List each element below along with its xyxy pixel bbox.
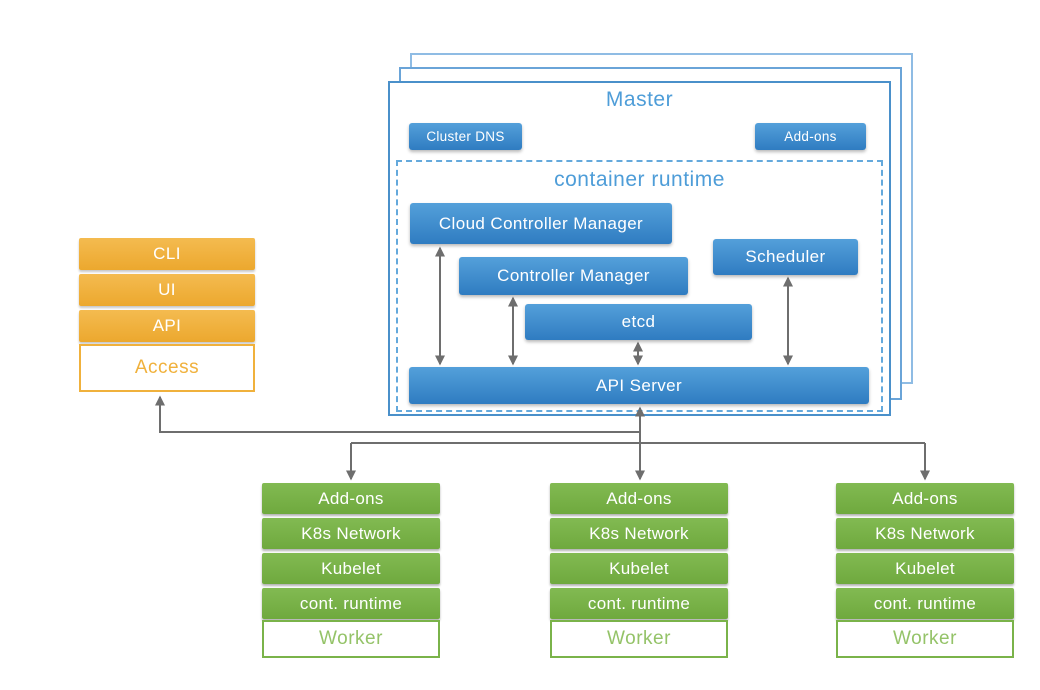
worker-row-kubelet: Kubelet (550, 553, 728, 584)
etcd-box: etcd (525, 304, 752, 340)
api-server-box: API Server (409, 367, 869, 404)
worker-title-box: Worker (836, 620, 1014, 658)
worker-row-cont-runtime: cont. runtime (836, 588, 1014, 619)
worker-row-k8s-network: K8s Network (550, 518, 728, 549)
worker-row-addons: Add-ons (262, 483, 440, 514)
worker-title-box: Worker (262, 620, 440, 658)
master-title: Master (605, 88, 674, 111)
worker-row-kubelet: Kubelet (836, 553, 1014, 584)
cli-box: CLI (79, 238, 255, 270)
worker-node-1: Add-ons K8s Network Kubelet cont. runtim… (262, 483, 440, 658)
cluster-dns-badge: Cluster DNS (409, 123, 522, 150)
controller-manager-box: Controller Manager (459, 257, 688, 295)
access-box: Access (79, 344, 255, 392)
worker-title-box: Worker (550, 620, 728, 658)
api-box: API (79, 310, 255, 342)
worker-row-addons: Add-ons (550, 483, 728, 514)
worker-node-3: Add-ons K8s Network Kubelet cont. runtim… (836, 483, 1014, 658)
worker-row-kubelet: Kubelet (262, 553, 440, 584)
container-runtime-title: container runtime (554, 168, 725, 191)
access-stack: CLI UI API Access (79, 238, 255, 393)
worker-row-addons: Add-ons (836, 483, 1014, 514)
worker-row-k8s-network: K8s Network (836, 518, 1014, 549)
worker-row-k8s-network: K8s Network (262, 518, 440, 549)
worker-node-2: Add-ons K8s Network Kubelet cont. runtim… (550, 483, 728, 658)
worker-row-cont-runtime: cont. runtime (262, 588, 440, 619)
worker-row-cont-runtime: cont. runtime (550, 588, 728, 619)
scheduler-box: Scheduler (713, 239, 858, 275)
cloud-controller-manager-box: Cloud Controller Manager (410, 203, 672, 244)
ui-box: UI (79, 274, 255, 306)
addons-badge: Add-ons (755, 123, 866, 150)
